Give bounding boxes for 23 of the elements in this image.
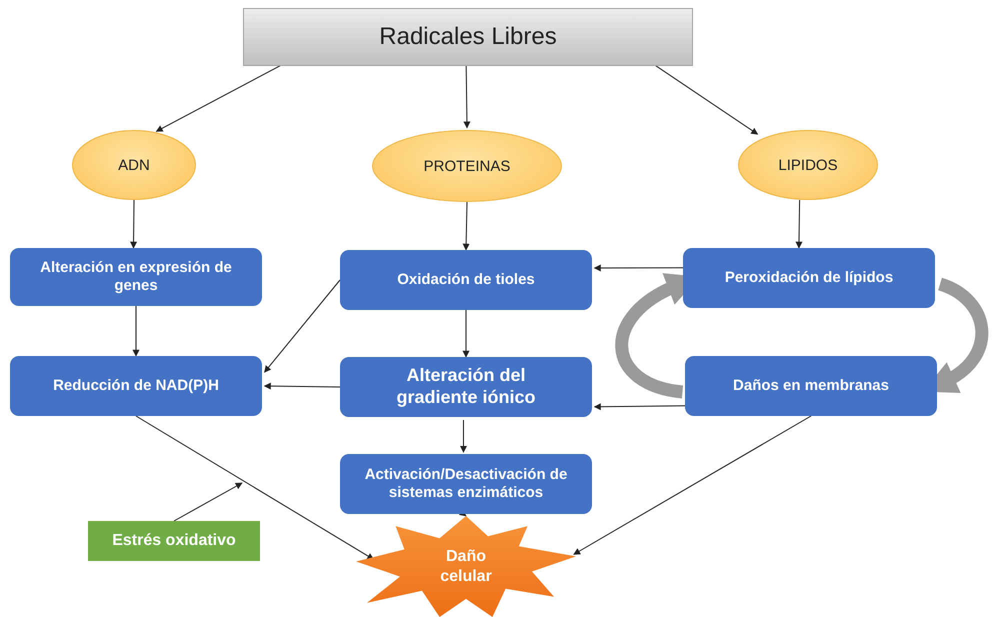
node-label: LIPIDOS [778, 156, 838, 174]
node-label: Peroxidación de lípidos [724, 269, 894, 287]
title-box [243, 8, 693, 66]
process-box [683, 248, 935, 308]
node-label: ADN [118, 156, 150, 174]
node-label: Activación/Desactivación de sistemas enzimáticos [364, 466, 568, 502]
node-label: Radicales Libres [379, 23, 557, 51]
node-label: Oxidación de tioles [397, 271, 535, 289]
node-label: Daños en membranas [733, 377, 889, 395]
process-box [10, 248, 262, 306]
node-label: Estrés oxidativo [112, 532, 236, 550]
process-box [10, 356, 262, 416]
process-box [340, 357, 592, 417]
node-label: Reducción de NAD(P)H [53, 377, 219, 395]
node-label: Alteración del gradiente iónico [395, 365, 537, 409]
node-label: Daño celular [439, 546, 493, 586]
process-box [685, 356, 937, 416]
stress-box [88, 521, 260, 561]
node-label: Alteración en expresión de genes [39, 259, 233, 295]
burst-node [356, 516, 576, 617]
process-box [340, 250, 592, 310]
node-label: PROTEINAS [424, 158, 510, 174]
process-box [340, 454, 592, 514]
